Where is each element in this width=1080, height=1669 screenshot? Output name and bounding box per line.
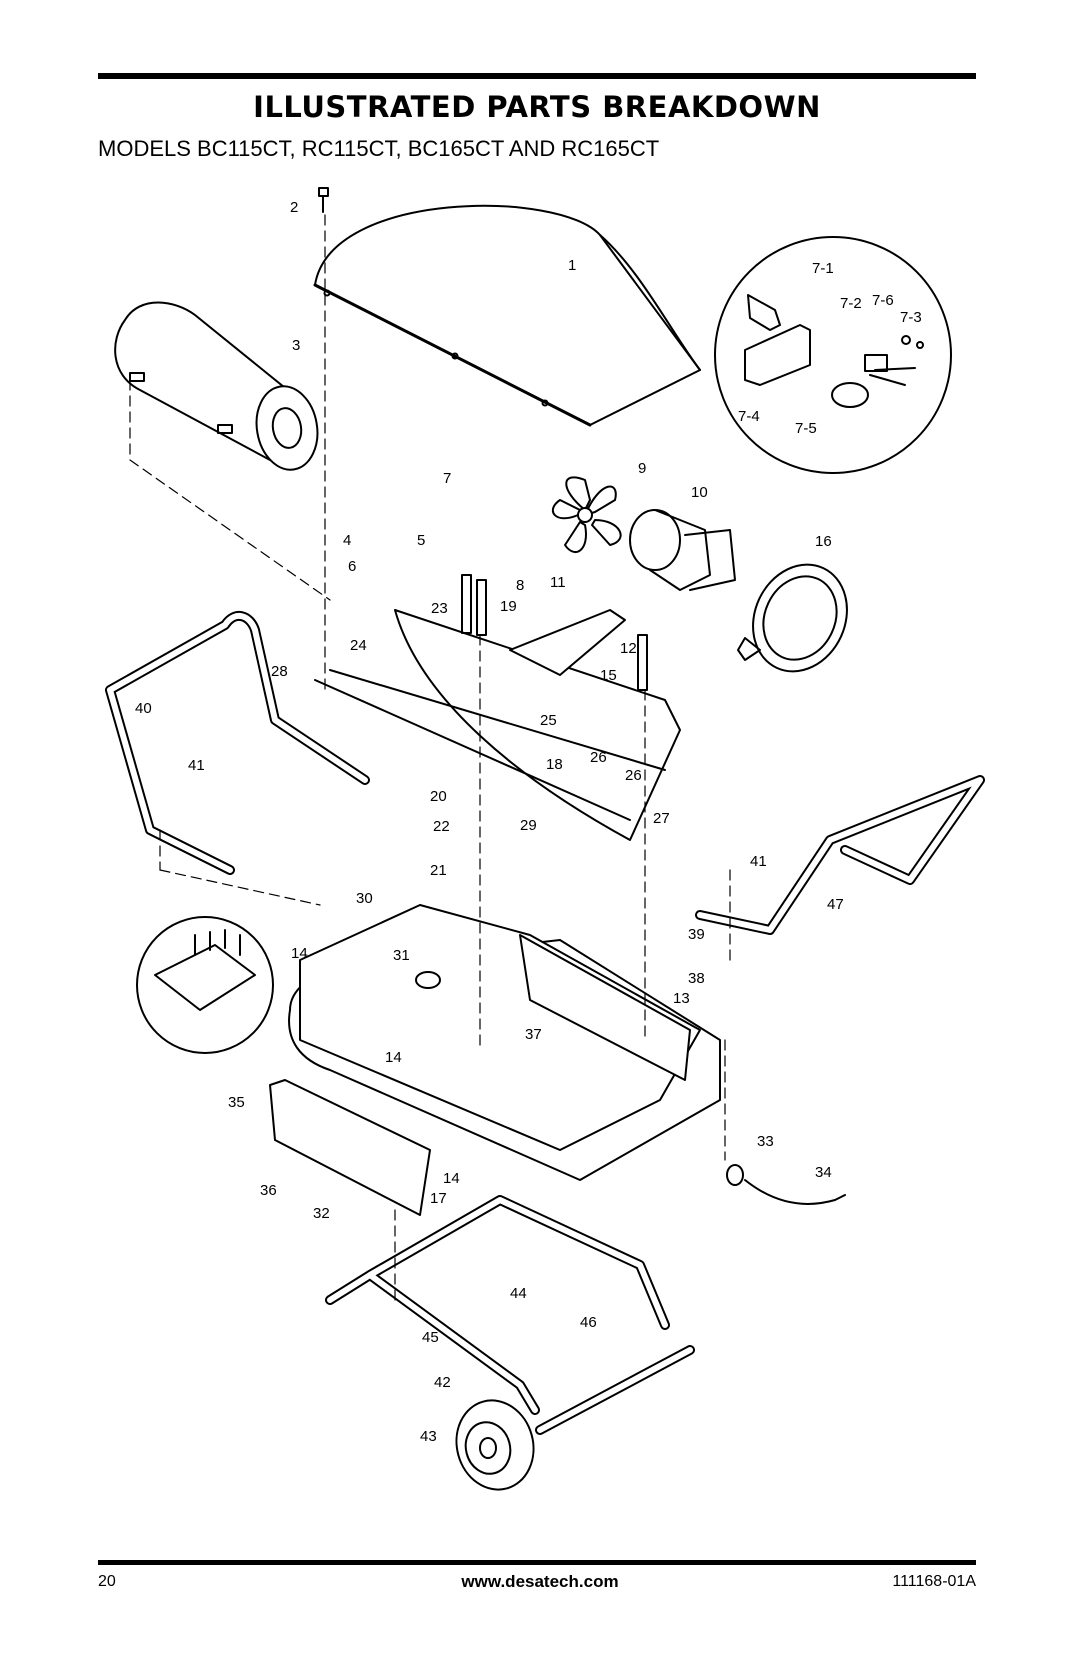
document-number: 111168-01A [892, 1573, 976, 1590]
callout-label: 7-6 [872, 292, 894, 309]
cord-34-drawing [744, 1179, 846, 1205]
callout-label: 26 [590, 749, 607, 766]
callout-label: 1 [568, 257, 576, 274]
callout-label: 21 [430, 862, 447, 879]
upper-shell-drawing [313, 204, 701, 427]
callout-label: 47 [827, 896, 844, 913]
callout-label: 27 [653, 810, 670, 827]
lower-shell-drawing [314, 609, 681, 841]
callout-label: 6 [348, 558, 356, 575]
header-rule [98, 73, 976, 79]
combustion-chamber-drawing [114, 301, 319, 471]
rod-19-drawing [476, 579, 487, 636]
callout-label: 34 [815, 1164, 832, 1181]
callout-label: 37 [525, 1026, 542, 1043]
callout-label: 3 [292, 337, 300, 354]
callout-label: 43 [420, 1428, 437, 1445]
callout-label: 33 [757, 1133, 774, 1150]
callout-label: 14 [291, 945, 308, 962]
callout-label: 44 [510, 1285, 527, 1302]
callout-label: 29 [520, 817, 537, 834]
callout-label: 45 [422, 1329, 439, 1346]
callout-label: 4 [343, 532, 351, 549]
page-subtitle: MODELS BC115CT, RC115CT, BC165CT AND RC1… [98, 136, 660, 161]
bolt-2-drawing [318, 187, 329, 213]
callout-label: 17 [430, 1190, 447, 1207]
callout-label: 36 [260, 1182, 277, 1199]
callout-label: 2 [290, 199, 298, 216]
callout-label: 26 [625, 767, 642, 784]
callout-label: 46 [580, 1314, 597, 1331]
callout-label: 7-4 [738, 408, 760, 425]
callout-label: 12 [620, 640, 637, 657]
callout-label: 23 [431, 600, 448, 617]
callout-label: 32 [313, 1205, 330, 1222]
fuel-tank-drawing [288, 904, 721, 1181]
wheel-42-drawing [455, 1399, 535, 1491]
page-title: ILLUSTRATED PARTS BREAKDOWN [253, 90, 821, 124]
callout-label: 7 [443, 470, 451, 487]
callout-label: 41 [750, 853, 767, 870]
callout-label: 28 [271, 663, 288, 680]
website-link[interactable]: www.desatech.com [461, 1572, 619, 1591]
callout-label: 7-2 [840, 295, 862, 312]
callout-label: 19 [500, 598, 517, 615]
assembly-lines [129, 214, 731, 1301]
fan-drawing [552, 476, 622, 553]
callout-label: 38 [688, 970, 705, 987]
callout-label: 11 [550, 574, 566, 591]
callout-label: 22 [433, 818, 450, 835]
rod-23-drawing [461, 574, 472, 634]
callout-label: 18 [546, 756, 563, 773]
callout-label: 14 [385, 1049, 402, 1066]
callout-label: 40 [135, 700, 152, 717]
page-number: 20 [98, 1573, 116, 1590]
callout-label: 35 [228, 1094, 245, 1111]
callout-label: 7-1 [812, 260, 834, 277]
footer-rule [98, 1560, 976, 1565]
grommet-33-drawing [726, 1164, 744, 1186]
callout-label: 5 [417, 532, 425, 549]
bracket-12-drawing [509, 609, 626, 676]
callout-label: 31 [393, 947, 410, 964]
callout-label: 7-5 [795, 420, 817, 437]
callout-label: 15 [600, 667, 617, 684]
plate-35-drawing [269, 1079, 431, 1216]
callout-label: 39 [688, 926, 705, 943]
callout-label: 16 [815, 533, 832, 550]
callout-label: 7-3 [900, 309, 922, 326]
callout-label: 14 [443, 1170, 460, 1187]
motor-drawing [629, 509, 736, 591]
callout-label: 8 [516, 577, 524, 594]
callout-label: 30 [356, 890, 373, 907]
axle-frame-44-drawing [325, 1195, 670, 1415]
rod-12-drawing [637, 634, 648, 691]
callout-label: 13 [673, 990, 690, 1007]
callout-label: 42 [434, 1374, 451, 1391]
callout-label: 25 [540, 712, 557, 729]
callout-label: 10 [691, 484, 708, 501]
fan-guard-drawing [737, 563, 848, 673]
detail-circle-circuit-board [136, 916, 274, 1054]
callout-label: 24 [350, 637, 367, 654]
callout-label: 20 [430, 788, 447, 805]
callout-label: 9 [638, 460, 646, 477]
detail-circle-ignition [714, 236, 952, 474]
callout-labels: 2 1 3 4 5 6 7 7-1 7-2 7-3 7-4 7-5 7-6 8 … [135, 199, 922, 1445]
callout-label: 41 [188, 757, 205, 774]
